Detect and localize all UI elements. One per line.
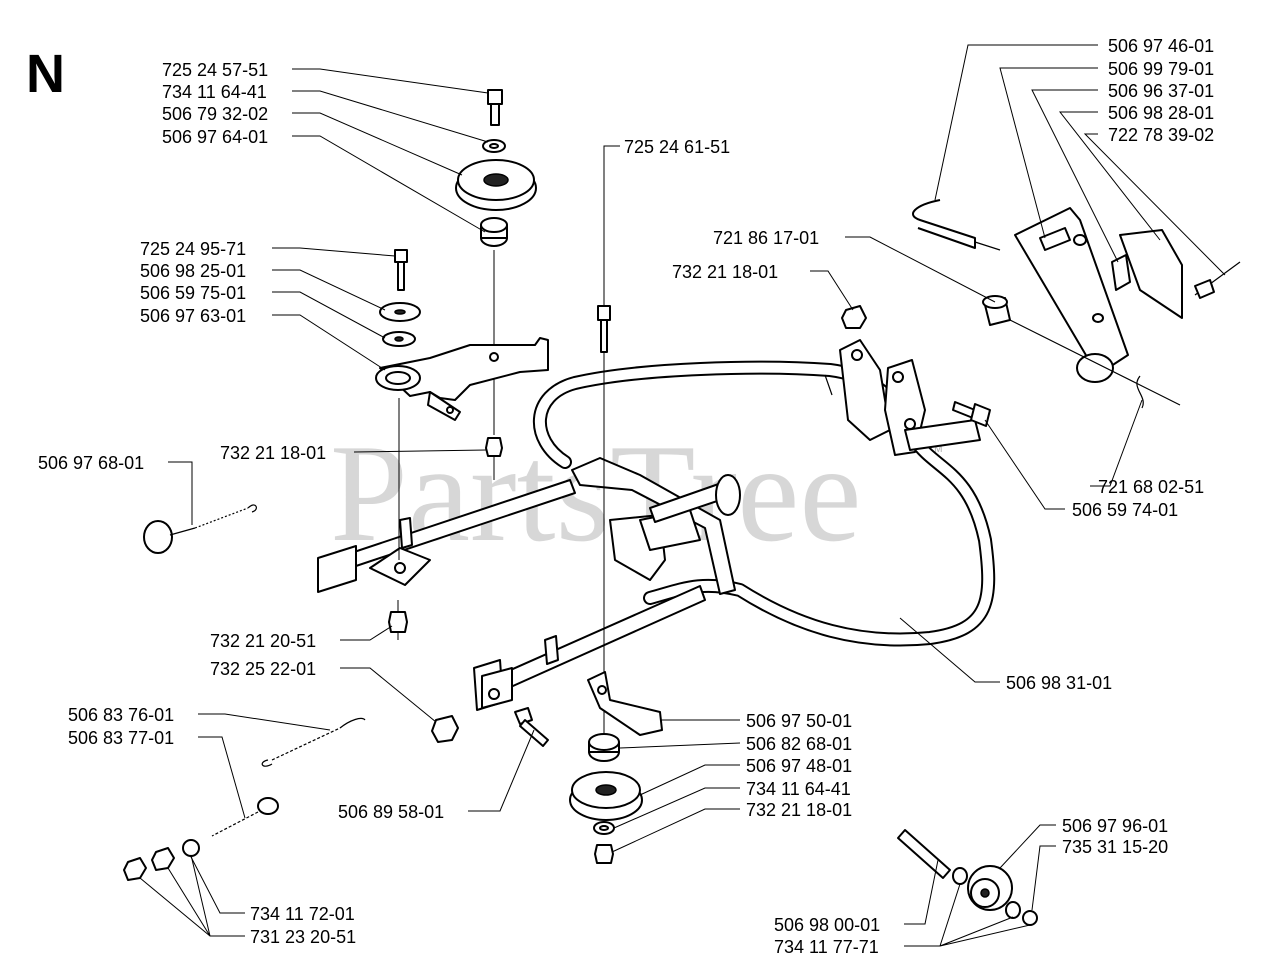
part-label[interactable]: 506 59 75-01 [140,283,246,303]
part-label[interactable]: 506 59 74-01 [1072,500,1178,520]
part-label[interactable]: 734 11 64-41 [162,82,267,102]
main-frame [317,339,996,711]
part-label[interactable]: 734 11 64-41 [746,779,851,799]
part-label[interactable]: 725 24 95-71 [140,239,246,259]
part-label[interactable]: 506 98 28-01 [1108,103,1214,123]
part-labels: 725 24 57-51 734 11 64-41 506 79 32-02 5… [38,36,1214,957]
part-label[interactable]: 732 21 20-51 [210,631,316,651]
nut-right-732-21-18-01 [841,305,867,329]
bolt-506-89-58-01 [514,707,549,747]
part-label[interactable]: 734 11 77-71 [774,937,879,957]
part-label[interactable]: 506 97 46-01 [1108,36,1214,56]
pedal-assembly [912,199,1241,409]
nut-732-21-20-51 [388,611,408,633]
part-label[interactable]: 506 97 48-01 [746,756,852,776]
part-label[interactable]: 506 97 64-01 [162,127,268,147]
part-label[interactable]: 506 97 96-01 [1062,816,1168,836]
part-label[interactable]: 506 97 63-01 [140,306,246,326]
part-label[interactable]: 731 23 20-51 [250,927,356,947]
upper-pulley-assembly [455,89,537,435]
part-label[interactable]: 506 97 68-01 [38,453,144,473]
leader-lines [139,44,1226,947]
part-label[interactable]: 732 25 22-01 [210,659,316,679]
part-label[interactable]: 506 99 79-01 [1108,59,1214,79]
part-label[interactable]: 506 89 58-01 [338,802,444,822]
part-label[interactable]: 506 98 31-01 [1006,673,1112,693]
part-label[interactable]: 506 83 77-01 [68,728,174,748]
left-bracket-assembly [375,249,549,640]
part-label[interactable]: 732 21 18-01 [220,443,326,463]
axle-assembly [897,829,1038,926]
part-label[interactable]: 506 98 00-01 [774,915,880,935]
part-label[interactable]: 506 96 37-01 [1108,81,1214,101]
bolt-725-24-61-51 [597,305,611,740]
part-label[interactable]: 506 98 25-01 [140,261,246,281]
eyebolt-506-83-77-01 [211,797,279,837]
part-label[interactable]: 725 24 61-51 [624,137,730,157]
part-label[interactable]: 506 79 32-02 [162,104,268,124]
nut-732-25-22-01 [431,715,459,743]
part-label[interactable]: 734 11 72-01 [250,904,355,924]
part-label[interactable]: 506 82 68-01 [746,734,852,754]
part-label[interactable]: 721 68 02-51 [1098,477,1204,497]
part-label[interactable]: 506 97 50-01 [746,711,852,731]
part-label[interactable]: 506 83 76-01 [68,705,174,725]
part-label[interactable]: 722 78 39-02 [1108,125,1214,145]
part-label[interactable]: 732 21 18-01 [672,262,778,282]
part-label[interactable]: 721 86 17-01 [713,228,819,248]
nut-732-21-18-01 [485,437,503,480]
spring-506-97-68-01 [143,504,257,554]
spring-506-83-76-01 [261,717,366,767]
part-label[interactable]: 735 31 15-20 [1062,837,1168,857]
watermark-tm: TM [928,444,942,455]
part-label[interactable]: 732 21 18-01 [746,800,852,820]
lower-pulley-assembly [569,671,663,864]
section-letter: N [26,44,65,104]
part-label[interactable]: 725 24 57-51 [162,60,268,80]
nuts-lower-left [123,839,200,881]
